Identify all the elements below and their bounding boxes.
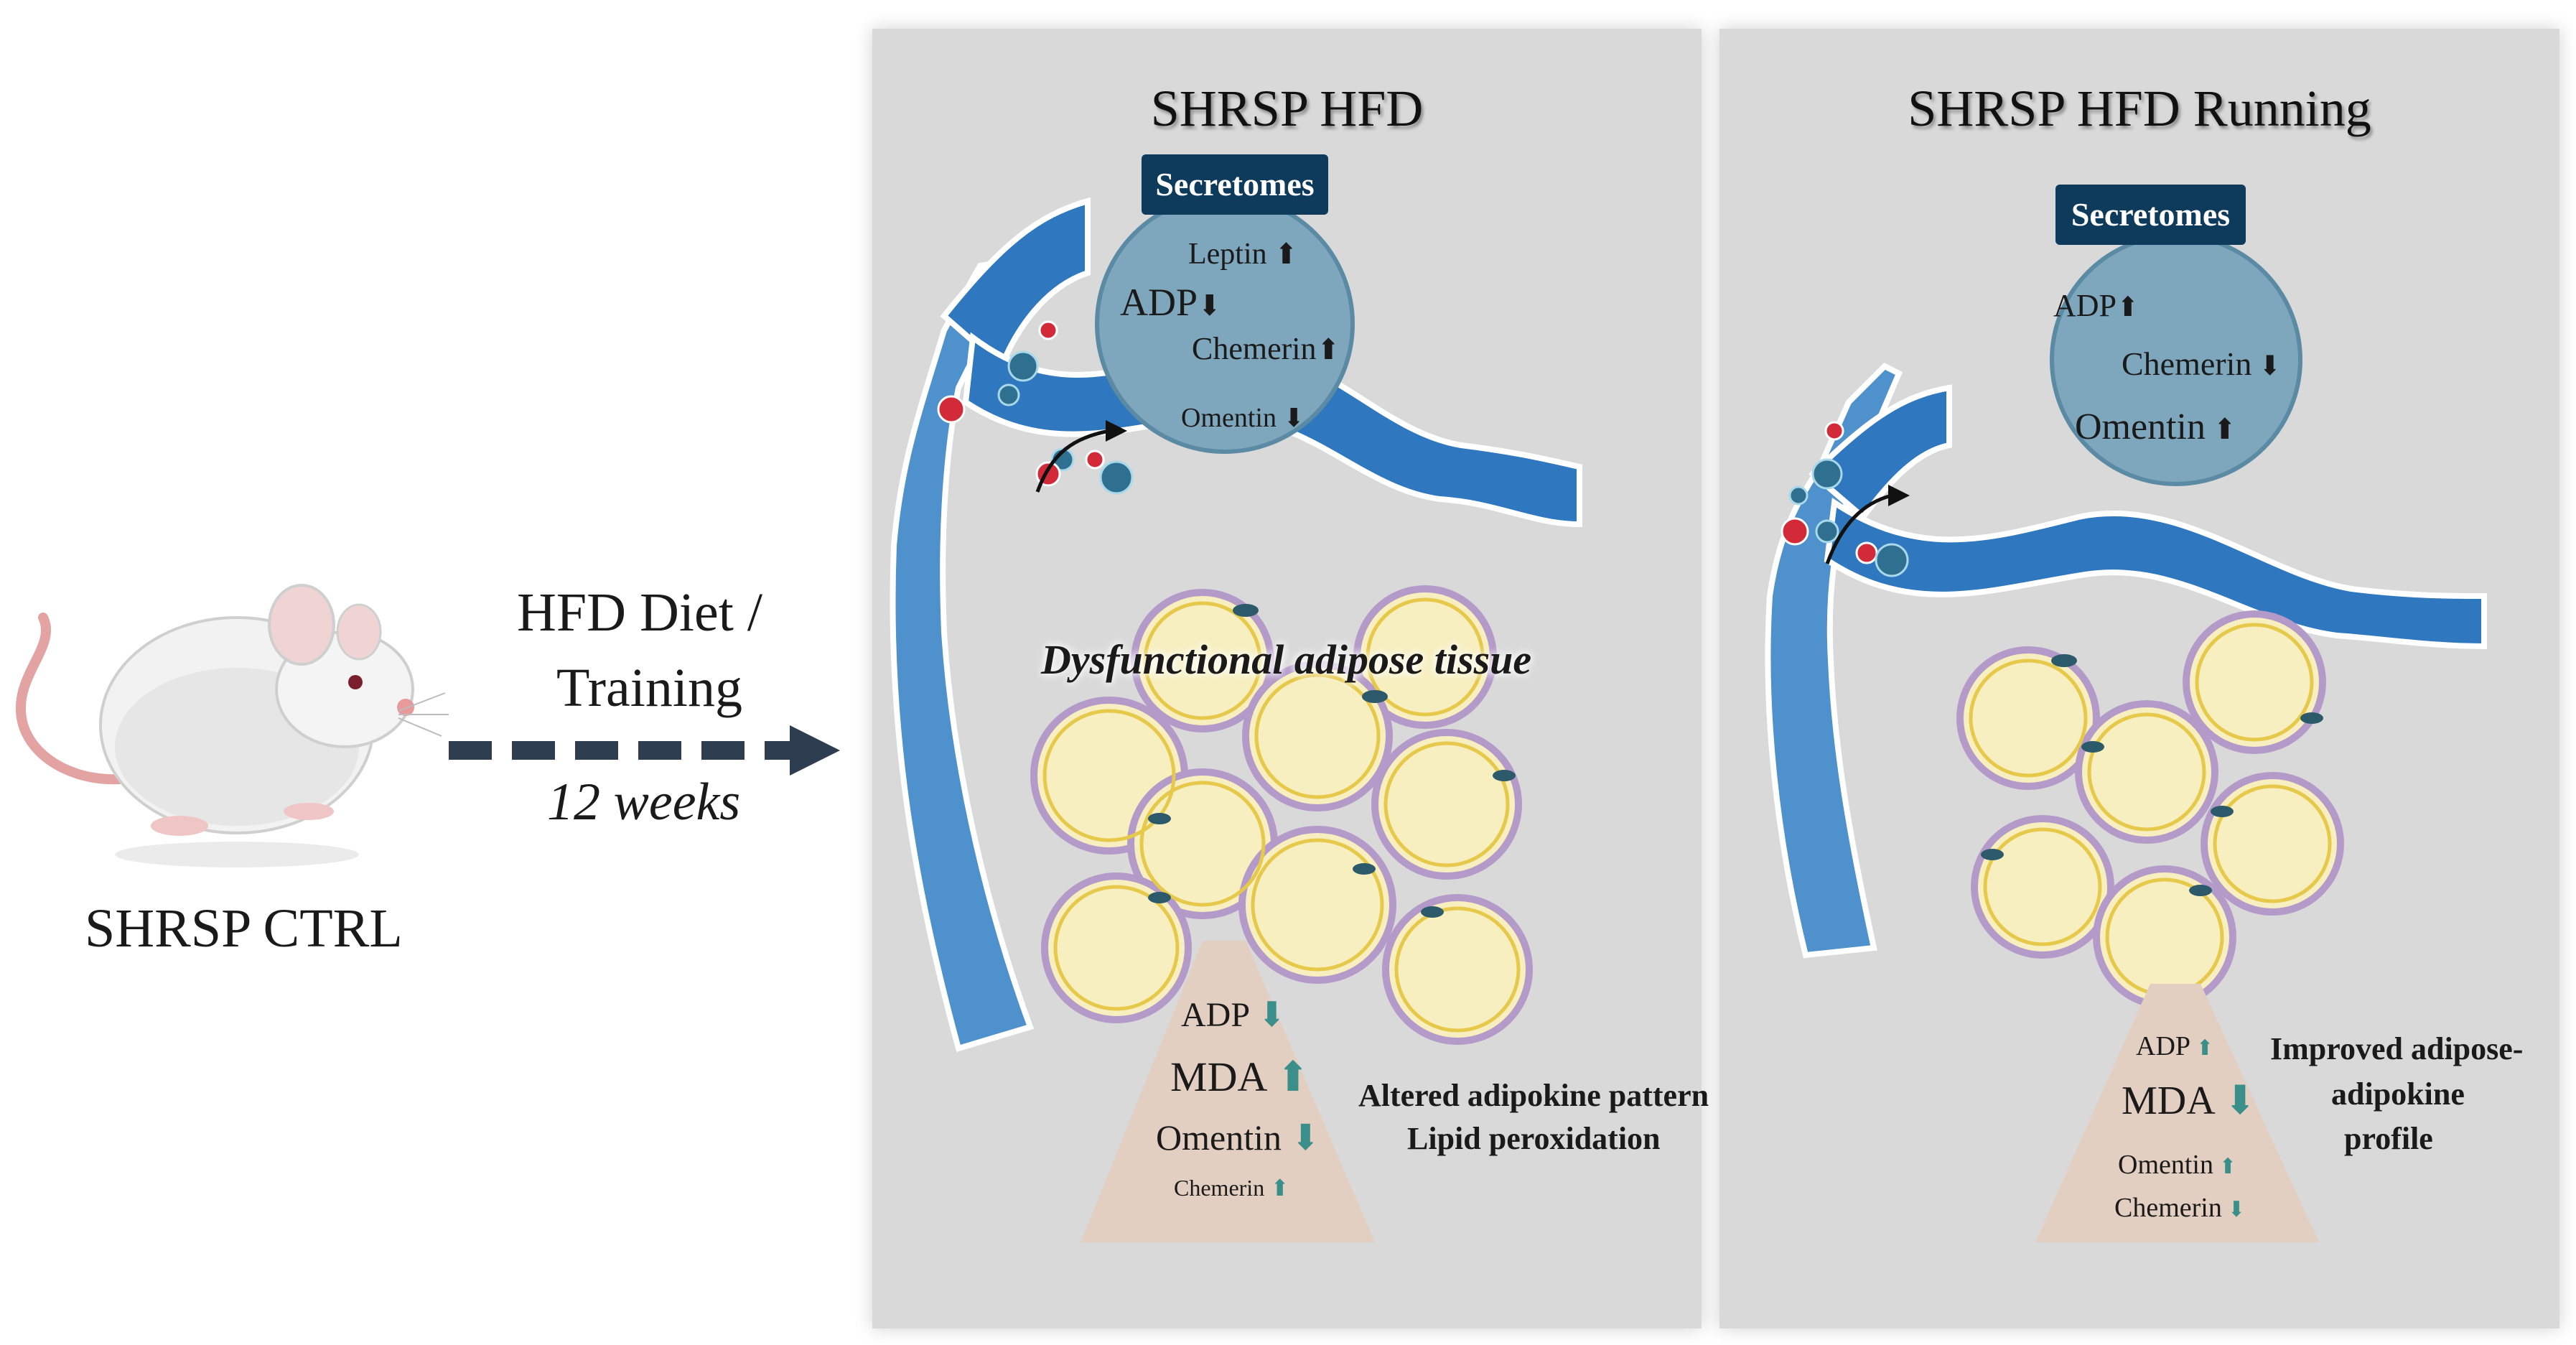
running-note-line2: adipokine <box>2331 1076 2465 1112</box>
tri-adp-label: ADP <box>1181 996 1249 1034</box>
running-note-line3: profile <box>2344 1121 2433 1156</box>
secretomes-header: Secretomes <box>1142 154 1328 215</box>
tri-chemerin-label: Chemerin <box>1174 1175 1265 1201</box>
tri-omentin-label: Omentin <box>1156 1117 1282 1158</box>
sec-chemerin-label: Chemerin <box>1192 331 1317 366</box>
tri-adp: ADP ⬆ <box>2136 1030 2214 1062</box>
down-arrow-icon: ⬇ <box>1276 404 1305 432</box>
secretome-circle <box>1095 194 1355 454</box>
tri-adp: ADP ⬇ <box>1181 995 1286 1035</box>
up-arrow-icon: ⬆ <box>2117 292 2139 322</box>
sec-adp-label: ADP <box>1120 281 1198 324</box>
control-label: SHRSP CTRL <box>85 898 403 959</box>
panel-running-illustration <box>1765 363 2487 1242</box>
hfd-note-line1: Altered adipokine pattern <box>1358 1078 1709 1113</box>
arrow-label-line2: Training <box>556 658 743 718</box>
teal-up-arrow-icon: ⬆ <box>2190 1036 2214 1060</box>
sec-adp-label: ADP <box>2053 288 2117 323</box>
tri-omentin-label: Omentin <box>2118 1150 2213 1180</box>
running-note-line1: Improved adipose- <box>2270 1031 2524 1066</box>
panel-hfd: SHRSP HFD Secretomes Leptin ⬆ ADP⬇ Cheme… <box>872 29 1709 1328</box>
sec-leptin-label: Leptin <box>1188 238 1267 271</box>
marker-triangle <box>1081 941 1375 1242</box>
teal-up-arrow-icon: ⬆ <box>1265 1053 1311 1100</box>
secretomes-header: Secretomes <box>2055 185 2246 245</box>
marker-triangle <box>2035 984 2319 1242</box>
teal-down-arrow-icon: ⬇ <box>2221 1198 2246 1221</box>
hfd-note-line2: Lipid peroxidation <box>1407 1121 1661 1156</box>
tissue-label: Dysfunctional adipose tissue <box>1041 636 1532 683</box>
sec-chemerin-label: Chemerin <box>2122 345 2252 382</box>
down-arrow-icon: ⬇ <box>2251 351 2282 381</box>
tri-chemerin: Chemerin ⬇ <box>2114 1192 2246 1224</box>
sec-chemerin: Chemerin ⬇ <box>2122 345 2282 383</box>
teal-down-arrow-icon: ⬇ <box>1281 1117 1321 1158</box>
arrow-duration: 12 weeks <box>547 773 741 832</box>
sec-chemerin: Chemerin⬆ <box>1192 330 1340 367</box>
sec-omentin: Omentin ⬆ <box>2075 406 2237 448</box>
tri-omentin: Omentin ⬇ <box>1156 1117 1320 1158</box>
teal-down-arrow-icon: ⬇ <box>1249 996 1287 1034</box>
adipocyte-cluster <box>1030 585 1533 1045</box>
blood-vessel-icon <box>890 254 1035 1053</box>
panel-running-title: SHRSP HFD Running <box>1908 80 2371 137</box>
sec-adp: ADP⬇ <box>1120 280 1222 325</box>
up-arrow-icon: ⬆ <box>1316 333 1341 366</box>
sec-omentin: Omentin ⬇ <box>1181 402 1305 434</box>
sec-adp: ADP⬆ <box>2053 287 2139 324</box>
tri-mda-label: MDA <box>1170 1053 1266 1100</box>
tri-mda: MDA ⬇ <box>2122 1077 2257 1124</box>
teal-up-arrow-icon: ⬆ <box>1264 1175 1289 1201</box>
arrow-label-line1: HFD Diet / <box>517 582 762 643</box>
teal-up-arrow-icon: ⬆ <box>2213 1155 2237 1178</box>
down-arrow-icon: ⬇ <box>1198 289 1222 322</box>
sec-omentin-label: Omentin <box>1181 403 1277 433</box>
up-arrow-icon: ⬆ <box>1266 238 1299 270</box>
panel-running: SHRSP HFD Running Secretomes ADP⬆ Chemer… <box>1719 29 2559 1328</box>
tri-mda: MDA ⬆ <box>1170 1052 1310 1101</box>
tri-adp-label: ADP <box>2136 1031 2191 1061</box>
sec-omentin-label: Omentin <box>2075 406 2206 447</box>
tri-chemerin-label: Chemerin <box>2114 1193 2222 1223</box>
sec-leptin: Leptin ⬆ <box>1188 237 1298 271</box>
tri-chemerin: Chemerin ⬆ <box>1174 1174 1289 1201</box>
secretion-arrow-icon <box>1035 429 1110 493</box>
secretion-arrow-icon <box>1825 493 1893 564</box>
up-arrow-icon: ⬆ <box>2205 413 2237 445</box>
tri-mda-label: MDA <box>2122 1079 2213 1123</box>
tri-omentin: Omentin ⬆ <box>2118 1149 2237 1181</box>
mouse-icon <box>15 584 449 867</box>
panel-hfd-title: SHRSP HFD <box>1150 80 1424 137</box>
teal-down-arrow-icon: ⬇ <box>2213 1079 2257 1123</box>
adipocyte-cluster <box>1956 610 2344 1009</box>
